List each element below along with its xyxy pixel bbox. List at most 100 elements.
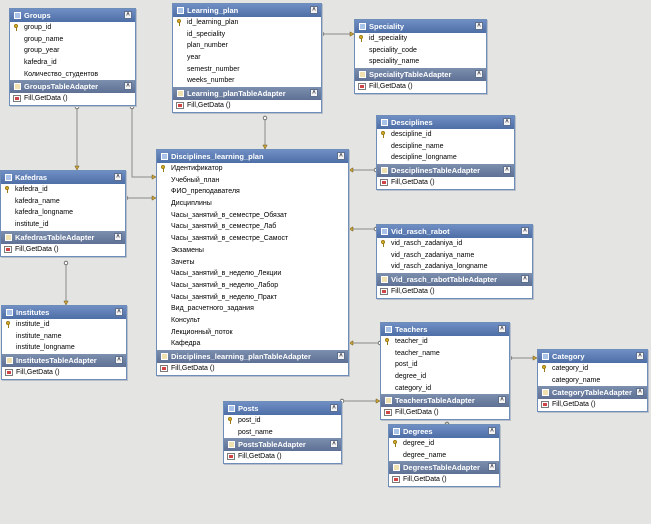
table-column[interactable]: vid_rasch_zadaniya_longname — [377, 261, 532, 273]
table-header[interactable]: Teachers˄ — [381, 323, 509, 336]
table-adapter-header[interactable]: GroupsTableAdapter˄ — [10, 80, 135, 94]
table-column[interactable]: degree_id — [389, 438, 499, 450]
table-column[interactable]: category_id — [381, 383, 509, 395]
relation-learning_plan-dlp[interactable] — [262, 115, 268, 150]
table-header[interactable]: Category˄ — [538, 350, 647, 363]
table-column[interactable]: category_name — [538, 375, 647, 387]
table-column[interactable]: degree_id — [381, 371, 509, 383]
adapter-method[interactable]: Fill,GetData () — [538, 399, 647, 412]
collapse-icon[interactable]: ˄ — [488, 427, 496, 435]
relation-teachers-dlp[interactable] — [348, 340, 383, 346]
table-column[interactable]: Часы_занятий_в_семестре_Лаб — [157, 221, 348, 233]
table-header[interactable]: Degrees˄ — [389, 425, 499, 438]
relation-kafedras-dlp[interactable] — [123, 195, 157, 201]
table-column[interactable]: kafedra_id — [1, 184, 125, 196]
collapse-icon[interactable]: ˄ — [115, 308, 123, 316]
table-adapter-header[interactable]: InstitutesTableAdapter˄ — [2, 354, 126, 368]
table-column[interactable]: Дисциплины — [157, 198, 348, 210]
table-column[interactable]: Консульт — [157, 315, 348, 327]
collapse-icon[interactable]: ˄ — [124, 11, 132, 19]
table-header[interactable]: Posts˄ — [224, 402, 341, 415]
table-column[interactable]: speciality_code — [355, 45, 486, 57]
adapter-method[interactable]: Fill,GetData () — [389, 474, 499, 487]
adapter-method[interactable]: Fill,GetData () — [381, 407, 509, 420]
adapter-method[interactable]: Fill,GetData () — [1, 243, 125, 256]
table-column[interactable]: teacher_name — [381, 348, 509, 360]
collapse-icon[interactable]: ˄ — [114, 173, 122, 181]
table-column[interactable]: year — [173, 52, 321, 64]
table-adapter-header[interactable]: KafedrasTableAdapter˄ — [1, 230, 125, 244]
table-column[interactable]: id_speciality — [355, 33, 486, 45]
table-adapter-header[interactable]: Disciplines_learning_planTableAdapter˄ — [157, 350, 348, 363]
table-column[interactable]: Часы_занятий_в_неделю_Лекции — [157, 268, 348, 280]
collapse-icon[interactable]: ˄ — [636, 352, 644, 360]
table-column[interactable]: Часы_занятий_в_семестре_Обязат — [157, 210, 348, 222]
table-column[interactable]: Идентификатор — [157, 163, 348, 175]
table-column[interactable]: plan_number — [173, 40, 321, 52]
collapse-icon[interactable]: ˄ — [521, 227, 529, 235]
collapse-icon[interactable]: ˄ — [114, 232, 122, 241]
table-column[interactable]: institute_longname — [2, 342, 126, 354]
table-column[interactable]: post_id — [224, 415, 341, 427]
relation-groups-dlp[interactable] — [129, 104, 157, 180]
table-header[interactable]: Desciplines˄ — [377, 116, 514, 129]
table-column[interactable]: Лекционный_поток — [157, 327, 348, 339]
table-header[interactable]: Groups˄ — [10, 9, 135, 22]
table-column[interactable]: group_id — [10, 22, 135, 34]
collapse-icon[interactable]: ˄ — [475, 22, 483, 30]
adapter-method[interactable]: Fill,GetData () — [2, 367, 126, 380]
collapse-icon[interactable]: ˄ — [115, 356, 123, 365]
table-header[interactable]: Institutes˄ — [2, 306, 126, 319]
table-column[interactable]: descipline_longname — [377, 152, 514, 164]
table-column[interactable]: Экзамены — [157, 245, 348, 257]
table-header[interactable]: Disciplines_learning_plan˄ — [157, 150, 348, 163]
collapse-icon[interactable]: ˄ — [521, 275, 529, 284]
relation-groups-kafedras[interactable] — [74, 104, 80, 171]
adapter-method[interactable]: Fill,GetData () — [173, 100, 321, 113]
table-column[interactable]: Учебный_план — [157, 175, 348, 187]
collapse-icon[interactable]: ˄ — [503, 118, 511, 126]
table-column[interactable]: institute_name — [2, 331, 126, 343]
table-adapter-header[interactable]: CategoryTableAdapter˄ — [538, 386, 647, 400]
table-column[interactable]: Часы_занятий_в_неделю_Практ — [157, 292, 348, 304]
table-adapter-header[interactable]: Learning_planTableAdapter˄ — [173, 87, 321, 101]
table-adapter-header[interactable]: SpecialityTableAdapter˄ — [355, 68, 486, 82]
table-column[interactable]: category_id — [538, 363, 647, 375]
table-column[interactable]: semestr_number — [173, 64, 321, 76]
adapter-method[interactable]: Fill,GetData () — [377, 286, 532, 299]
collapse-icon[interactable]: ˄ — [636, 388, 644, 397]
collapse-icon[interactable]: ˄ — [498, 325, 506, 333]
adapter-method[interactable]: Fill,GetData () — [157, 363, 348, 375]
relation-kafedras-institutes[interactable] — [63, 260, 69, 306]
table-column[interactable]: weeks_number — [173, 75, 321, 87]
table-column[interactable]: degree_name — [389, 450, 499, 462]
table-column[interactable]: id_speciality — [173, 29, 321, 41]
table-column[interactable]: Зачеты — [157, 257, 348, 269]
table-header[interactable]: Learning_plan˄ — [173, 4, 321, 17]
table-column[interactable]: descipline_name — [377, 141, 514, 153]
table-column[interactable]: post_id — [381, 359, 509, 371]
table-column[interactable]: Часы_занятий_в_неделю_Лабор — [157, 280, 348, 292]
collapse-icon[interactable]: ˄ — [330, 440, 338, 449]
table-column[interactable]: Количество_студентов — [10, 69, 135, 81]
table-column[interactable]: Вид_расчетного_задания — [157, 303, 348, 315]
table-column[interactable]: ФИО_преподавателя — [157, 186, 348, 198]
collapse-icon[interactable]: ˄ — [337, 152, 345, 160]
collapse-icon[interactable]: ˄ — [475, 70, 483, 79]
collapse-icon[interactable]: ˄ — [488, 463, 496, 472]
table-adapter-header[interactable]: TeachersTableAdapter˄ — [381, 394, 509, 408]
table-column[interactable]: Часы_занятий_в_семестре_Самост — [157, 233, 348, 245]
collapse-icon[interactable]: ˄ — [503, 166, 511, 175]
